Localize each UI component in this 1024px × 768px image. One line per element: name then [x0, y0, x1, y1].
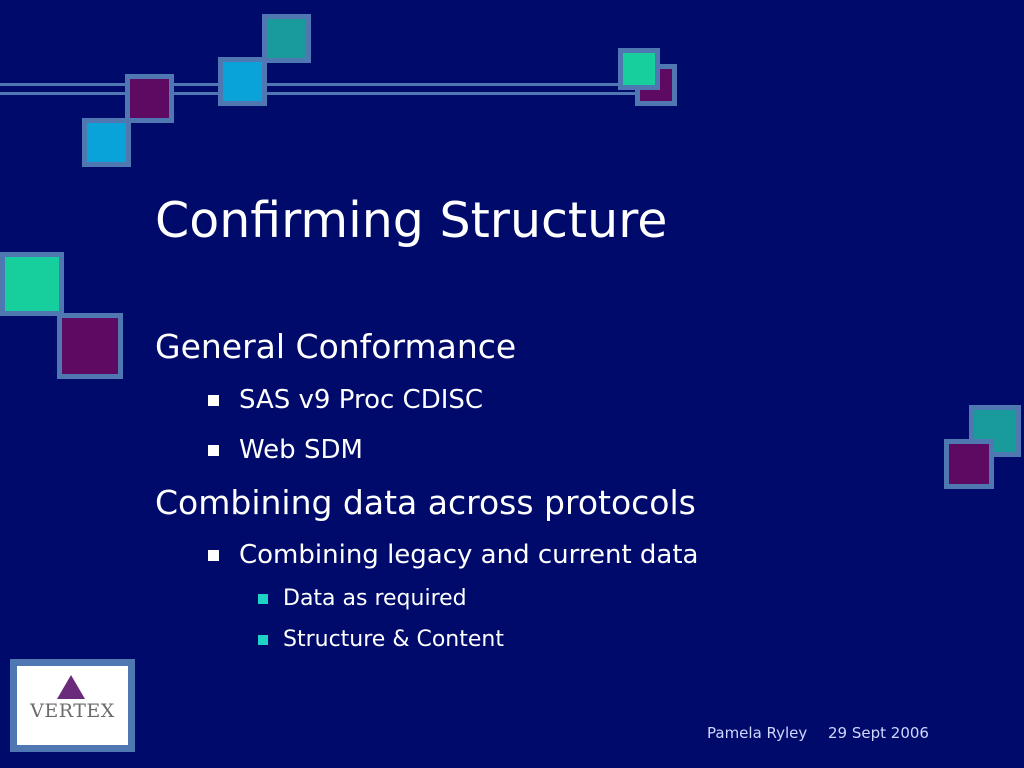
footer-author: Pamela Ryley — [707, 724, 808, 742]
section-heading: General Conformance — [155, 327, 517, 366]
bullet-item-label: Combining legacy and current data — [239, 540, 699, 570]
square-bullet-icon — [208, 394, 219, 406]
decorative-square — [944, 439, 994, 489]
decorative-square — [262, 14, 311, 63]
triangle-logo-icon — [57, 675, 85, 699]
sub-bullet-item-label: Structure & Content — [283, 627, 504, 652]
logo-text: VERTEX — [30, 700, 115, 722]
slide-title: Confirming Structure — [155, 192, 668, 249]
decorative-square — [218, 57, 267, 106]
decorative-square — [0, 252, 64, 316]
sub-bullet-item: Structure & Content — [258, 625, 504, 655]
square-bullet-icon — [208, 444, 219, 456]
decorative-square — [82, 118, 131, 167]
decorative-square — [57, 313, 123, 379]
decorative-line-bottom — [0, 92, 645, 95]
bullet-item: Combining legacy and current data — [208, 538, 698, 572]
bullet-item-label: Web SDM — [239, 435, 363, 465]
vertex-logo: VERTEX — [10, 659, 135, 752]
sub-bullet-item: Data as required — [258, 584, 467, 614]
footer-date: 29 Sept 2006 — [828, 724, 929, 742]
square-bullet-icon — [208, 549, 219, 561]
section-heading: Combining data across protocols — [155, 483, 696, 522]
bullet-item: Web SDM — [208, 433, 363, 467]
square-bullet-icon — [258, 594, 268, 604]
decorative-square — [618, 48, 660, 90]
square-bullet-icon — [258, 635, 268, 645]
bullet-item-label: SAS v9 Proc CDISC — [239, 385, 484, 415]
decorative-line-top — [0, 83, 645, 86]
sub-bullet-item-label: Data as required — [283, 586, 467, 611]
decorative-square — [125, 74, 174, 123]
bullet-item: SAS v9 Proc CDISC — [208, 383, 483, 417]
